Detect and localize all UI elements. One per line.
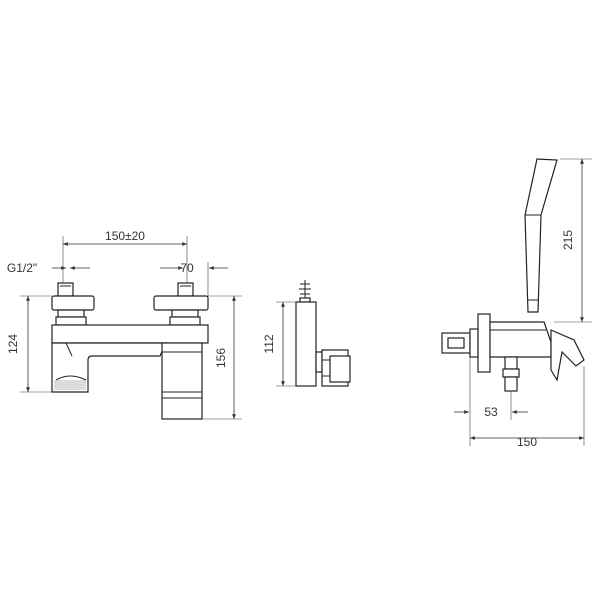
front-view: 150±20 G1/2" 70 124 156 [6, 229, 242, 420]
dim-front-width-label: 150±20 [105, 229, 145, 243]
dim-side-height: 112 [262, 301, 296, 387]
dim-handshower-height-label: 215 [561, 230, 575, 250]
right-connector [153, 282, 209, 326]
right-body [489, 321, 552, 358]
wall-connector [441, 313, 491, 373]
dim-handshower-height: 215 [554, 158, 592, 323]
dim-thread-label: G1/2" [7, 261, 37, 275]
dim-outlet-offset: 53 [454, 357, 528, 446]
left-connector [51, 282, 95, 326]
dim-front-width: 150±20 [62, 229, 188, 283]
dim-projection-depth-label: 150 [517, 435, 537, 449]
diverter-body [161, 342, 203, 420]
side-connector [299, 280, 311, 303]
dim-thread: G1/2" [7, 261, 90, 275]
spout [51, 342, 167, 393]
dim-handle-spacing: 70 [160, 261, 228, 296]
dim-handle-spacing-label: 70 [180, 261, 194, 275]
outlet [502, 356, 520, 392]
dim-front-body-height: 124 [6, 295, 52, 393]
side-body [295, 301, 317, 387]
side-view: 112 [262, 280, 351, 387]
dim-front-total-height: 156 [202, 295, 242, 420]
handshower [524, 158, 558, 313]
dim-projection-depth: 150 [470, 366, 585, 449]
dim-front-total-height-label: 156 [214, 348, 228, 368]
dim-front-body-height-label: 124 [6, 334, 20, 354]
mixer-body-bar [51, 324, 209, 344]
right-view: 215 53 150 [441, 158, 592, 449]
dim-outlet-offset-label: 53 [484, 405, 498, 419]
side-handle [315, 349, 351, 387]
dim-side-height-label: 112 [262, 334, 276, 353]
lever-handle [550, 329, 585, 382]
